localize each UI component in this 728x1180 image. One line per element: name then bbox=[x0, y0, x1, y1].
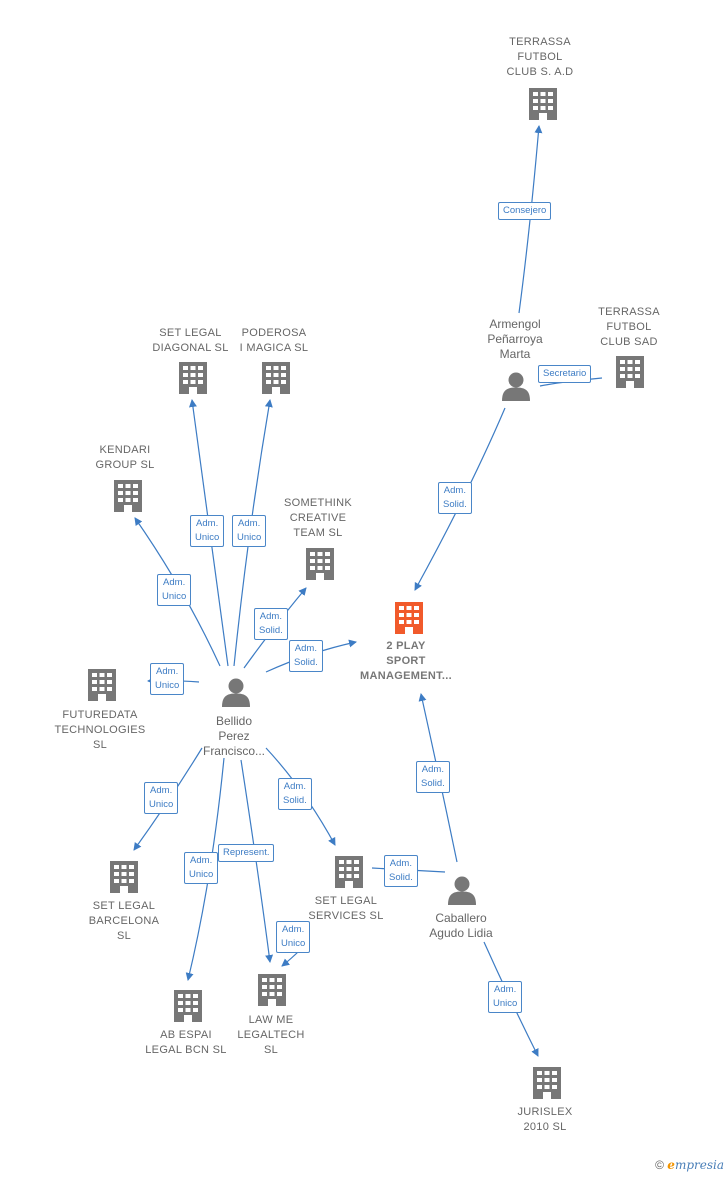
edge-label-diagonal[interactable]: Adm.Unico bbox=[190, 515, 225, 547]
edge-label-kendari[interactable]: Adm.Unico bbox=[157, 574, 192, 606]
building-icon[interactable] bbox=[262, 362, 290, 394]
edge-label-poderosa[interactable]: Adm.Unico bbox=[232, 515, 267, 547]
person-icon[interactable] bbox=[222, 678, 250, 708]
edge-represent bbox=[240, 759, 274, 963]
building-icon[interactable] bbox=[88, 669, 116, 701]
edge-label-somethink[interactable]: Adm.Solid. bbox=[254, 608, 288, 640]
edge-label-represent[interactable]: Represent. bbox=[218, 844, 275, 862]
edge-label-futuredata[interactable]: Adm.Unico bbox=[150, 663, 185, 695]
person-icon[interactable] bbox=[448, 876, 476, 906]
edge-label-armengol-center[interactable]: Adm.Solid. bbox=[438, 482, 472, 514]
edge-label-jurislex[interactable]: Adm.Unico bbox=[488, 981, 523, 1013]
building-icon[interactable] bbox=[258, 974, 286, 1006]
edge-label-caballero-services[interactable]: Adm.Solid. bbox=[384, 855, 418, 887]
building-icon[interactable] bbox=[533, 1067, 561, 1099]
edge-label-ab-espai[interactable]: Adm.Unico bbox=[184, 852, 219, 884]
edge-label-bellido-center[interactable]: Adm.Solid. bbox=[289, 640, 323, 672]
edge-label-secretario[interactable]: Secretario bbox=[538, 365, 592, 383]
building-icon[interactable] bbox=[306, 548, 334, 580]
person-icon[interactable] bbox=[502, 372, 530, 402]
building-icon[interactable] bbox=[616, 356, 644, 388]
building-icon[interactable] bbox=[179, 362, 207, 394]
copyright-symbol: © bbox=[655, 1158, 664, 1172]
building-icon[interactable] bbox=[174, 990, 202, 1022]
building-icon[interactable] bbox=[529, 88, 557, 120]
center-company-building-icon[interactable] bbox=[395, 602, 423, 634]
edge-label-services[interactable]: Adm.Solid. bbox=[278, 778, 312, 810]
edge-label-barcelona[interactable]: Adm.Unico bbox=[144, 782, 179, 814]
edge-consejero bbox=[518, 125, 543, 314]
empresia-logo: empresia bbox=[667, 1158, 724, 1172]
edge-label-law-me[interactable]: Adm.Unico bbox=[276, 921, 311, 953]
edge-label-caballero-center[interactable]: Adm.Solid. bbox=[416, 761, 450, 793]
building-icon[interactable] bbox=[110, 861, 138, 893]
footer-brand[interactable]: © empresia bbox=[655, 1158, 724, 1172]
building-icon[interactable] bbox=[335, 856, 363, 888]
building-icon[interactable] bbox=[114, 480, 142, 512]
edge-label-consejero[interactable]: Consejero bbox=[498, 202, 552, 220]
